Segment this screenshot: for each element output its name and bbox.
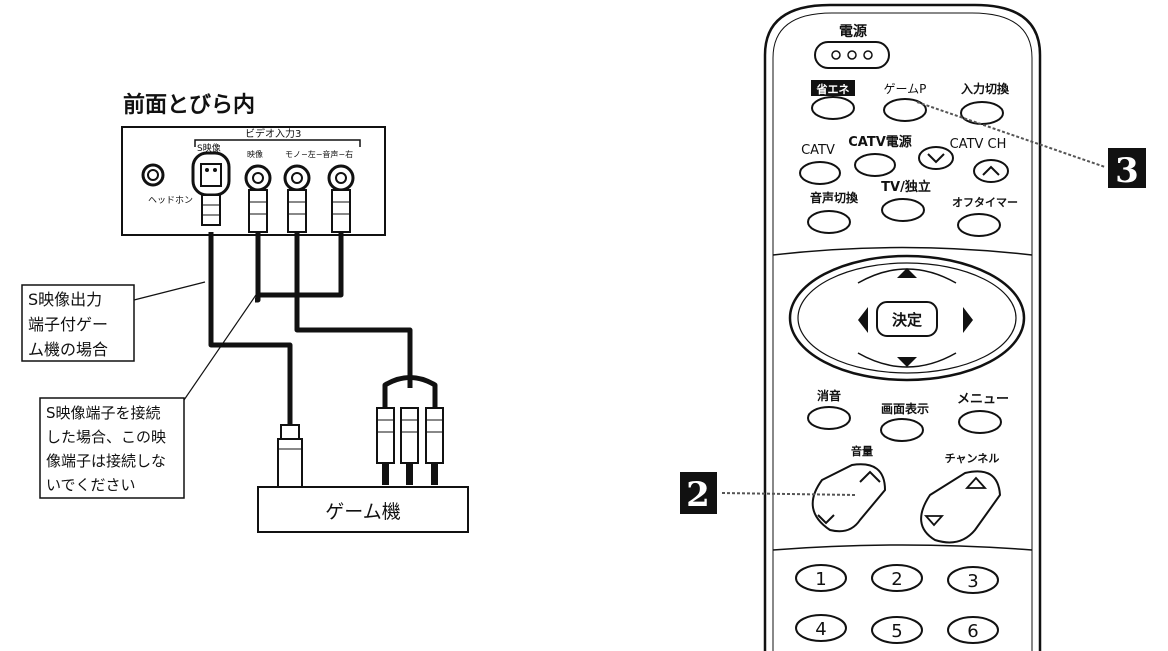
callout-s-video-box — [21, 284, 135, 362]
headphone-label: ヘッドホン — [148, 195, 193, 206]
step3-label: 3 — [1115, 151, 1139, 191]
panel-title: 前面とびら内 — [123, 92, 255, 118]
catv-label: CATV — [801, 143, 835, 158]
enter-label: 決定 — [892, 311, 922, 329]
step2-label: 2 — [686, 475, 710, 515]
game-p-label: ゲームP — [884, 82, 927, 96]
mute-label: 消音 — [817, 388, 841, 403]
num-key-1[interactable] — [795, 564, 847, 592]
callout-note-leader — [183, 291, 259, 401]
tv-independent-label: TV/独立 — [881, 179, 931, 195]
remote-divider-1 — [772, 246, 1033, 256]
step2-leader — [721, 492, 856, 496]
video-rca-plug-icon — [244, 164, 272, 233]
num-key-1-label: 1 — [815, 569, 826, 590]
split-cable — [382, 375, 438, 410]
volume-down-icon — [817, 514, 835, 525]
callout-s-video-line-2: 端子付ゲー — [28, 315, 108, 334]
display-label: 画面表示 — [881, 401, 929, 416]
callout-s-video-leader — [133, 281, 206, 301]
callout-note-line-1: S映像端子を接続 — [46, 404, 161, 422]
num-key-4-label: 4 — [815, 619, 826, 640]
step3-badge — [1108, 148, 1146, 188]
num-key-6-label: 6 — [967, 621, 978, 642]
callout-note-line-2: した場合、この映 — [46, 428, 166, 446]
input-group-label: ビデオ入力3 — [245, 127, 301, 140]
callout-s-video-line-1: S映像出力 — [28, 290, 102, 309]
step3-leader — [916, 101, 1106, 168]
catv-ch-down-button[interactable] — [918, 146, 954, 170]
input-switch-label: 入力切換 — [961, 81, 1010, 96]
eco-label: 省エネ — [816, 82, 850, 96]
callout-s-video-line-3: ム機の場合 — [28, 340, 108, 359]
catv-ch-label: CATV CH — [950, 137, 1007, 152]
catv-power-label: CATV電源 — [848, 134, 912, 150]
step2-badge — [680, 472, 717, 514]
power-label: 電源 — [839, 23, 867, 40]
s-video-cable — [208, 232, 293, 425]
num-key-5[interactable] — [871, 616, 923, 644]
channel-down-icon — [923, 515, 945, 527]
off-timer-button[interactable] — [957, 213, 1001, 237]
dpad-up-button[interactable] — [857, 268, 957, 284]
game-p-button[interactable] — [883, 98, 927, 122]
s-video-plug-icon — [191, 151, 231, 226]
dpad-down-button[interactable] — [857, 352, 957, 368]
off-timer-label: オフタイマー — [952, 196, 1018, 209]
channel-rocker[interactable] — [920, 470, 1002, 544]
num-key-2-label: 2 — [891, 569, 902, 590]
s-video-label: S映像 — [197, 142, 221, 154]
channel-label: チャンネル — [945, 452, 1000, 465]
dpad-right-button[interactable] — [963, 307, 973, 333]
input-group-bracket — [194, 139, 361, 147]
volume-rocker[interactable] — [811, 463, 887, 533]
tv-independent-button[interactable] — [881, 198, 925, 222]
num-key-3[interactable] — [947, 566, 999, 594]
callout-note-line-3: 像端子は接続しな — [46, 452, 166, 470]
catv-button[interactable] — [799, 161, 841, 185]
enter-button[interactable] — [876, 301, 938, 337]
num-key-5-label: 5 — [891, 621, 902, 642]
catv-power-button[interactable] — [854, 153, 896, 177]
audio-r-cable — [255, 232, 344, 298]
audio-right-rca-plug-icon — [327, 164, 355, 233]
dpad-left-button[interactable] — [858, 307, 868, 333]
menu-button[interactable] — [958, 410, 1002, 434]
menu-label: メニュー — [957, 392, 1009, 407]
remote-divider-2 — [772, 544, 1033, 551]
game-console-label: ゲーム機 — [325, 501, 400, 523]
volume-label: 音量 — [851, 444, 873, 458]
channel-up-icon — [964, 476, 988, 489]
volume-up-icon — [859, 470, 881, 483]
mute-button[interactable] — [807, 406, 851, 430]
game-rca-plugs-icon — [376, 407, 444, 485]
num-key-6[interactable] — [947, 616, 999, 644]
eco-button[interactable] — [811, 96, 855, 120]
callout-note-box — [39, 397, 185, 499]
callout-note-line-4: いでください — [46, 476, 136, 494]
eco-label-bg — [811, 80, 855, 96]
power-button[interactable] — [814, 41, 890, 69]
catv-ch-up-button[interactable] — [973, 159, 1009, 183]
audio-label: モノ−左−音声−右 — [285, 149, 353, 159]
video-label: 映像 — [247, 149, 263, 159]
s-video-end-plug-icon — [277, 424, 303, 488]
display-button[interactable] — [880, 418, 924, 442]
num-key-3-label: 3 — [967, 571, 978, 592]
num-key-2[interactable] — [871, 564, 923, 592]
audio-switch-label: 音声切換 — [810, 190, 859, 205]
input-switch-button[interactable] — [960, 101, 1004, 125]
game-console-box — [257, 486, 469, 533]
audio-switch-button[interactable] — [807, 210, 851, 234]
audio-left-rca-plug-icon — [283, 164, 311, 233]
audio-l-cable — [294, 232, 413, 388]
num-key-4[interactable] — [795, 614, 847, 642]
